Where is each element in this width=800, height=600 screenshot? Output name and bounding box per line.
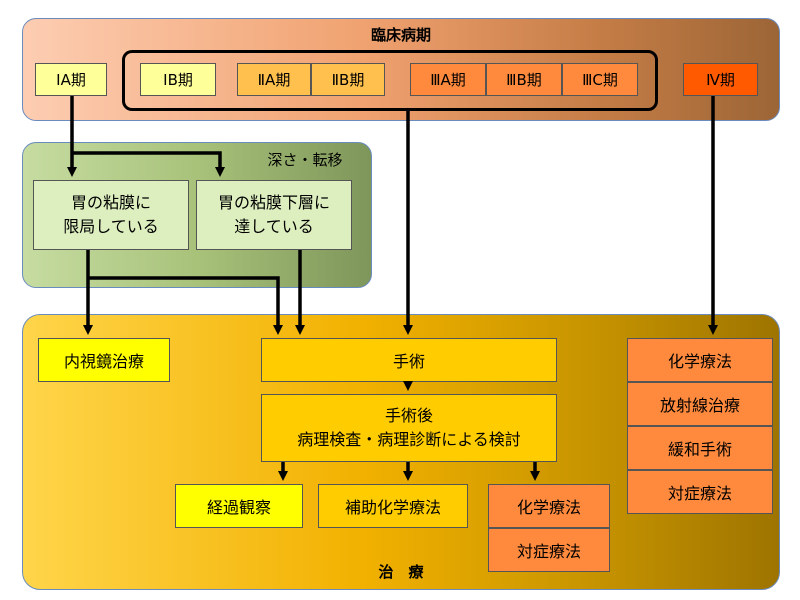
- stage-ia-box: ⅠA期: [35, 63, 107, 96]
- symptomatic-therapy-box: 対症療法: [488, 528, 610, 572]
- stage-iia-box: ⅡA期: [237, 63, 311, 96]
- stage-ib-box: ⅠB期: [140, 63, 216, 96]
- stage4-radiation-box: 放射線治療: [627, 382, 773, 426]
- adjuvant-chemotherapy-box: 補助化学療法: [318, 484, 468, 528]
- depth-metastasis-title: 深さ・転移: [267, 150, 343, 169]
- endoscopic-treatment-box: 内視鏡治療: [38, 338, 170, 382]
- arrow-ia-to-submucosa: [72, 151, 225, 177]
- arrow-mucosa-to-surgery: [88, 276, 283, 335]
- mucosa-limited-box: 胃の粘膜に 限局している: [33, 180, 189, 250]
- stage-iv-box: Ⅳ期: [683, 63, 758, 96]
- stage-iiia-box: ⅢA期: [410, 63, 486, 96]
- stage4-palliative-surgery-box: 緩和手術: [627, 426, 773, 470]
- stage4-chemotherapy-box: 化学療法: [627, 338, 773, 382]
- stage-iiic-box: ⅢC期: [562, 63, 638, 96]
- surgery-box: 手術: [261, 338, 557, 382]
- clinical-stage-title: 臨床病期: [370, 25, 431, 44]
- stage-iiib-box: ⅢB期: [486, 63, 562, 96]
- stage-iib-box: ⅡB期: [311, 63, 385, 96]
- treatment-title: 治 療: [378, 562, 424, 581]
- chemotherapy-box: 化学療法: [488, 484, 610, 528]
- post-surgery-review-box: 手術後 病理検査・病理診断による検討: [261, 394, 557, 462]
- observation-box: 経過観察: [175, 484, 303, 528]
- submucosa-reached-box: 胃の粘膜下層に 達している: [196, 180, 352, 250]
- stage4-symptomatic-box: 対症療法: [627, 470, 773, 514]
- stage-group-bracket: [122, 50, 658, 111]
